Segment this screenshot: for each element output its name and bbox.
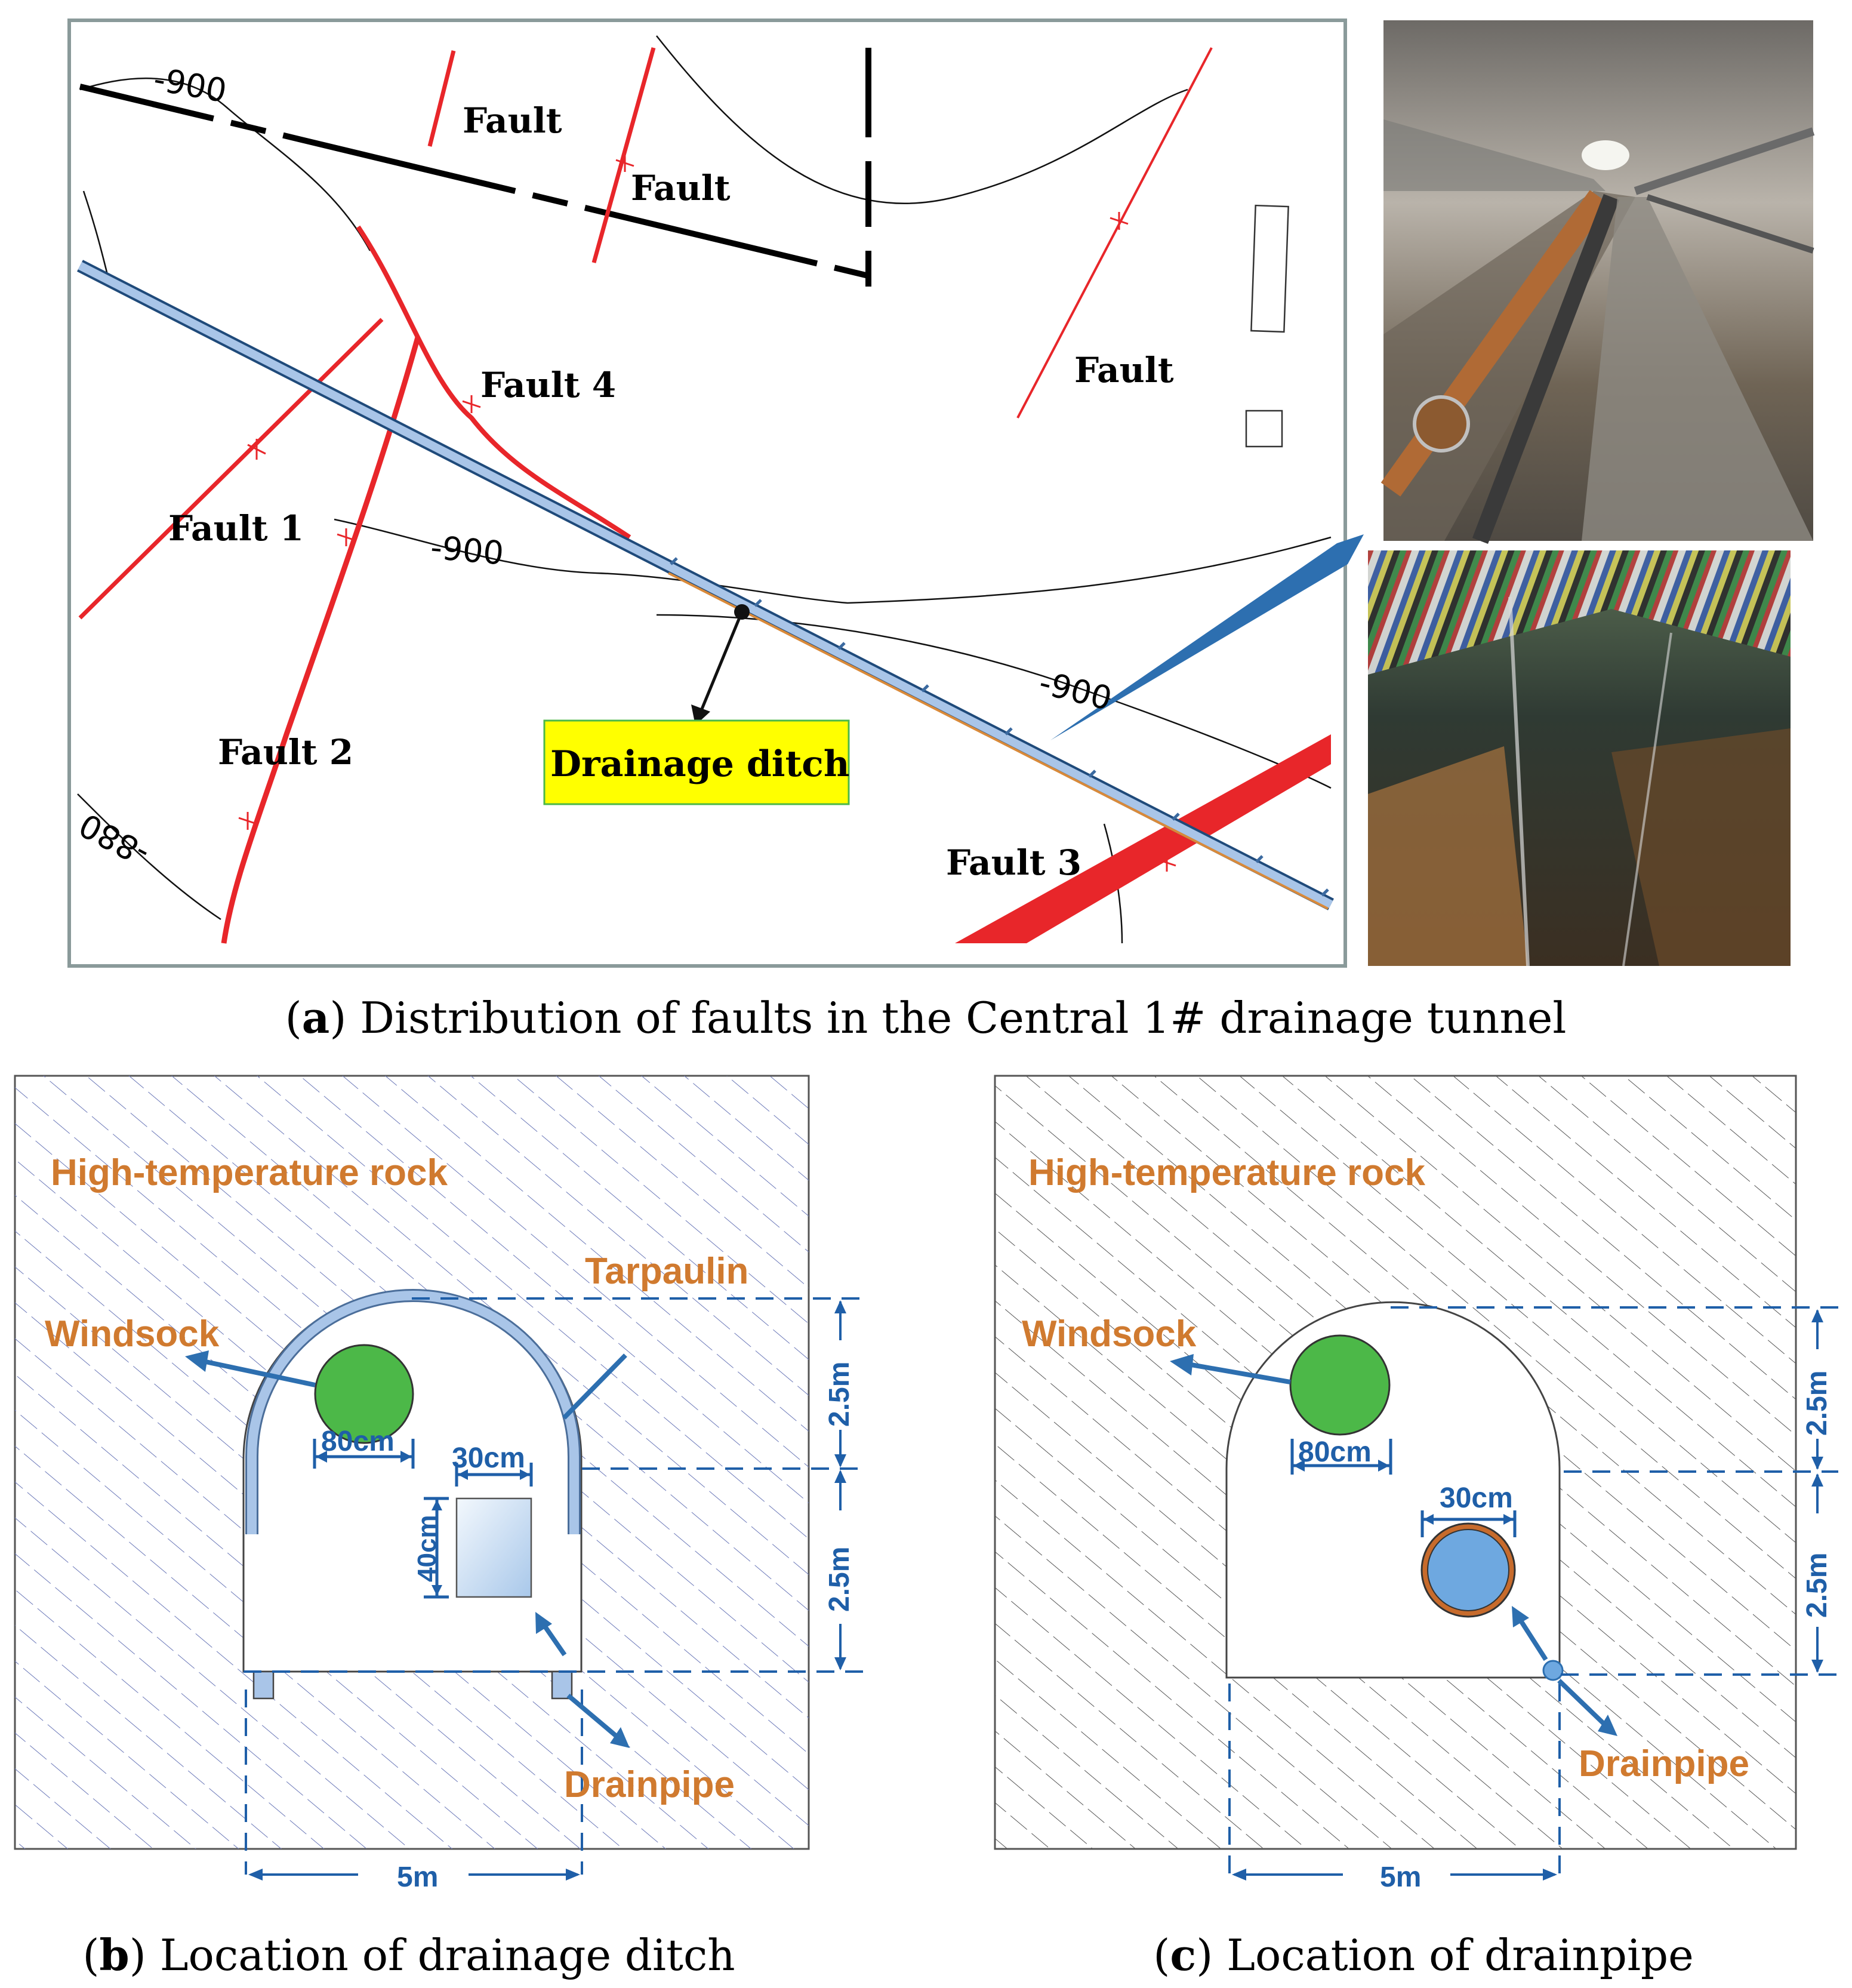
dashed-guides bbox=[1228, 1306, 1838, 1875]
map-frame bbox=[67, 19, 1347, 968]
photo-pointer-arrow bbox=[1050, 534, 1364, 740]
panel-b: High-temperature rock Windsock Tarpaulin… bbox=[14, 1075, 868, 1980]
fault-2-label: Fault 2 bbox=[218, 732, 353, 773]
contour-line bbox=[334, 518, 1332, 604]
contour-line bbox=[79, 77, 371, 251]
ditch-label: Drainage ditch bbox=[550, 743, 849, 785]
dim-30-label: 30cm bbox=[1440, 1482, 1513, 1514]
panel-a: Drainage ditch -900 -900 -900 -880 Fault… bbox=[67, 19, 1815, 1043]
fault-label: Fault bbox=[631, 168, 731, 208]
drainage-box bbox=[455, 1497, 532, 1598]
contour-line bbox=[77, 793, 221, 921]
fault-4-label: Fault 4 bbox=[480, 365, 616, 405]
fault-3-label: Fault 3 bbox=[946, 842, 1081, 883]
contour-line bbox=[656, 35, 1188, 204]
dim-40-label: 40cm bbox=[412, 1515, 442, 1582]
dim-80-label: 80cm bbox=[1298, 1436, 1372, 1468]
dim-arrow-heads bbox=[1293, 1460, 1514, 1525]
drainage-ditch-line bbox=[668, 572, 1329, 910]
drainpipe-outlet bbox=[1542, 1660, 1564, 1681]
caption-a: (a) Distribution of faults in the Centra… bbox=[285, 992, 1567, 1043]
ditch-arrow bbox=[699, 611, 744, 711]
fault-2-line bbox=[221, 336, 421, 944]
windsock-label: Windsock bbox=[45, 1313, 220, 1355]
tunnel-fill bbox=[78, 261, 1333, 909]
dim-25-top-label: 2.5m bbox=[824, 1362, 855, 1427]
caption-b: (b) Location of drainage ditch bbox=[82, 1929, 735, 1980]
dim-25-bot-label: 2.5m bbox=[1801, 1553, 1833, 1618]
drainpipe-label: Drainpipe bbox=[564, 1764, 735, 1805]
dim-5-label: 5m bbox=[397, 1861, 438, 1893]
dim-25-top-label: 2.5m bbox=[1801, 1371, 1833, 1436]
contour-label: -900 bbox=[429, 528, 506, 572]
dashed-guides bbox=[244, 1297, 868, 1875]
drainpipe-square bbox=[551, 1670, 573, 1700]
windsock bbox=[314, 1344, 414, 1444]
boundary-line bbox=[79, 84, 870, 279]
contour-line bbox=[82, 190, 109, 275]
fault-1-label: Fault 1 bbox=[168, 508, 304, 549]
fault-4-line bbox=[356, 225, 631, 540]
dim-arrow-heads bbox=[316, 1451, 530, 1596]
dim-25-bot-label: 2.5m bbox=[824, 1547, 855, 1612]
fault-line bbox=[427, 50, 456, 147]
fault-label: Fault bbox=[463, 100, 562, 141]
fault-3-band bbox=[955, 734, 1331, 943]
leader-arrows bbox=[1170, 1354, 1617, 1736]
fault-cross-marks bbox=[238, 154, 1176, 872]
fault-line bbox=[591, 47, 656, 263]
structure-outline bbox=[1250, 204, 1289, 333]
tunnel-photo-top bbox=[1380, 20, 1815, 544]
structure-outline bbox=[1245, 410, 1283, 448]
fault-line bbox=[1016, 47, 1213, 418]
rock-label: High-temperature rock bbox=[51, 1152, 448, 1193]
dim-80-label: 80cm bbox=[321, 1426, 395, 1457]
dim-30-label: 30cm bbox=[452, 1442, 525, 1474]
ditch-label-box bbox=[543, 719, 850, 805]
panel-c: High-temperature rock Windsock Drainpipe… bbox=[994, 1075, 1838, 1980]
dimension-lines bbox=[1290, 1439, 1517, 1537]
ditch-ticks bbox=[670, 557, 1329, 897]
tarpaulin-label: Tarpaulin bbox=[585, 1251, 748, 1292]
drainpipe-inner bbox=[1427, 1529, 1509, 1611]
drainpipe-square bbox=[252, 1670, 275, 1700]
dim-5-label: 5m bbox=[1380, 1861, 1421, 1893]
dimension-lines bbox=[313, 1439, 533, 1599]
windsock bbox=[1289, 1334, 1391, 1436]
leader-arrows bbox=[185, 1350, 630, 1748]
drainpipe-label: Drainpipe bbox=[1579, 1743, 1749, 1784]
tunnel-photo-bottom bbox=[1368, 550, 1791, 967]
rock-label: High-temperature rock bbox=[1028, 1152, 1425, 1193]
fault-label: Fault bbox=[1074, 350, 1174, 390]
tarpaulin-fill bbox=[247, 1291, 579, 1534]
caption-c: (c) Location of drainpipe bbox=[1153, 1929, 1693, 1980]
windsock-label: Windsock bbox=[1022, 1313, 1197, 1355]
fault-1-line bbox=[78, 318, 384, 620]
